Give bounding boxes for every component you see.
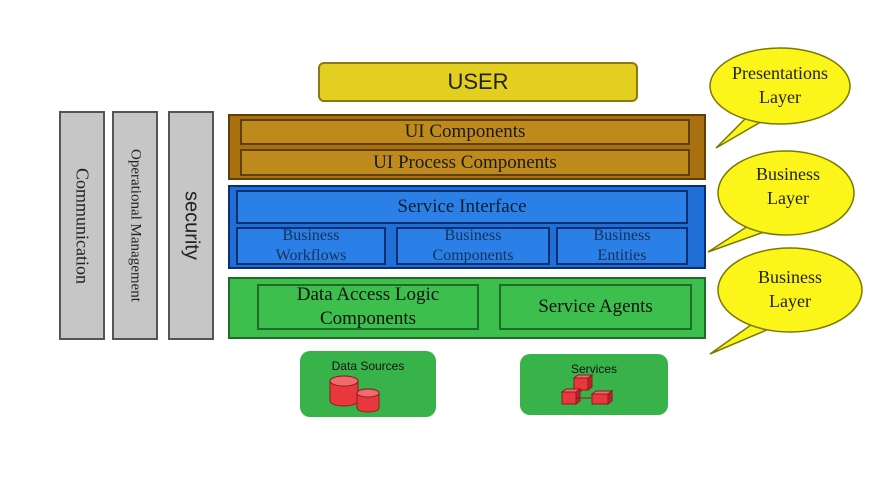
security-bar: security xyxy=(168,111,214,340)
ui-process-components-box: UI Process Components xyxy=(240,149,690,176)
communication-label: Communication xyxy=(72,167,93,284)
services-icon xyxy=(560,374,614,405)
business-layer-callout-2: Business Layer xyxy=(757,267,822,311)
business-layer-callout-shape xyxy=(707,150,855,253)
presentations-layer-callout: Presentations Layer xyxy=(732,63,828,107)
data-sources-label: Data Sources xyxy=(331,359,405,373)
user-box: USER xyxy=(318,62,638,102)
business-components-box: Business Components xyxy=(396,227,550,265)
services-label: Services xyxy=(570,362,617,376)
business-entities-box: Business Entities xyxy=(556,227,688,265)
services-box: Services xyxy=(520,354,668,415)
business-workflows-box: Business Workflows xyxy=(236,227,386,265)
ui-components-box: UI Components xyxy=(240,119,690,145)
database-icon xyxy=(329,375,380,413)
data-layer-callout-shape xyxy=(709,247,863,355)
service-interface-box: Service Interface xyxy=(236,190,688,224)
data-sources-box: Data Sources xyxy=(300,351,436,417)
security-label: security xyxy=(180,191,203,260)
operational-management-bar: Operational Management xyxy=(112,111,158,340)
data-access-logic-components-box: Data Access Logic Components xyxy=(257,284,479,330)
communication-bar: Communication xyxy=(59,111,105,340)
operational-management-label: Operational Management xyxy=(127,149,144,302)
business-layer-callout-1: Business Layer xyxy=(755,164,820,208)
service-agents-box: Service Agents xyxy=(499,284,692,330)
presentations-layer-callout-shape xyxy=(709,47,851,149)
